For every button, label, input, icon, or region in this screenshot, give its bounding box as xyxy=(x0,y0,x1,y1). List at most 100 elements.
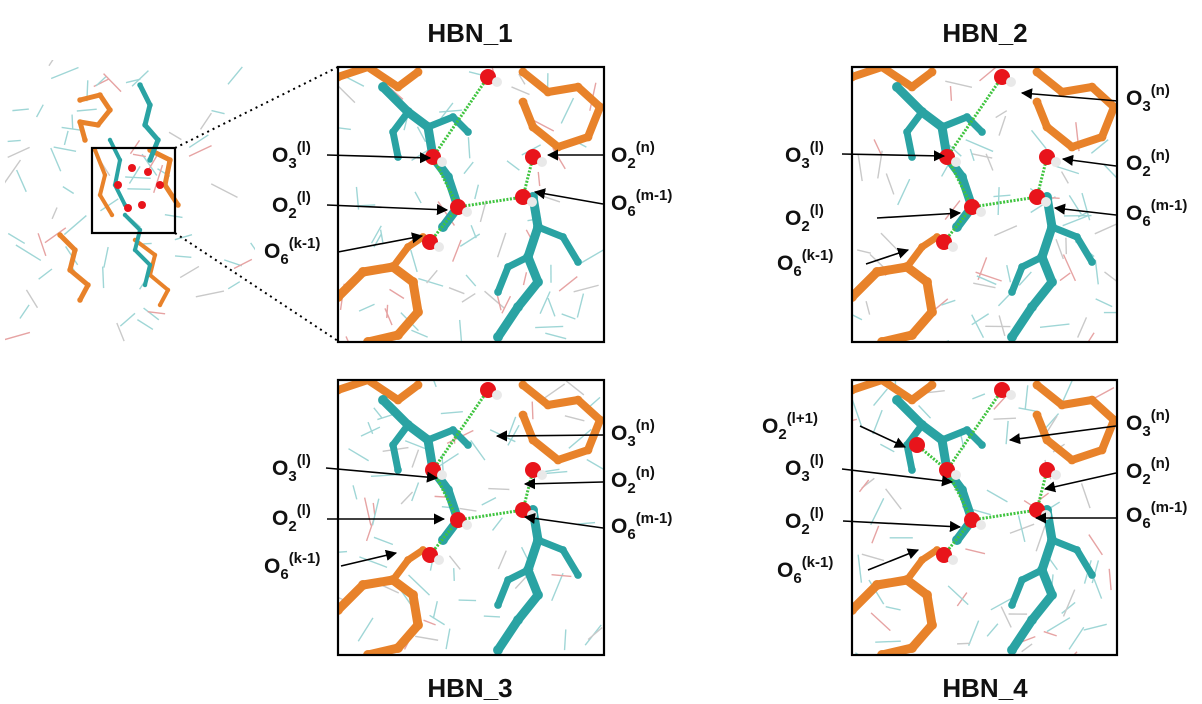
teal-chain-joint xyxy=(394,466,402,474)
background-bond xyxy=(975,271,1002,282)
hydrogen-bond xyxy=(457,195,524,209)
teal-chain-joint xyxy=(493,645,503,655)
teal-chain-joint xyxy=(534,536,542,544)
background-bond xyxy=(865,301,871,315)
teal-chain xyxy=(892,395,927,430)
orange-ring-joint xyxy=(413,620,423,630)
background-bond xyxy=(103,246,109,268)
background-bond xyxy=(367,421,374,435)
teal-chain-joint xyxy=(404,421,412,429)
background-bond xyxy=(423,619,436,626)
orange-ring-joint xyxy=(393,330,403,340)
background-bond xyxy=(38,268,53,280)
orange-chain-joint xyxy=(85,282,91,288)
teal-chain-joint xyxy=(908,466,916,474)
orange-chain-joint xyxy=(918,243,926,251)
orange-chain xyxy=(93,148,107,177)
orange-ring xyxy=(922,277,937,317)
orange-ring xyxy=(1033,98,1051,131)
orange-chain xyxy=(903,243,926,271)
background-bond xyxy=(373,536,394,546)
background-bond xyxy=(1068,626,1085,650)
teal-chain xyxy=(424,426,457,444)
teal-chain xyxy=(1048,536,1081,554)
hydrogen-atom xyxy=(976,520,986,530)
background-bond xyxy=(861,553,885,562)
orange-chain xyxy=(162,157,173,188)
background-bond xyxy=(496,294,502,311)
teal-chain-joint xyxy=(918,108,926,116)
background-bond xyxy=(885,606,901,611)
teal-chain-joint xyxy=(389,128,397,136)
orange-ring xyxy=(1033,381,1066,409)
background-bond xyxy=(452,239,462,262)
overview-structure xyxy=(5,60,255,342)
orange-ring xyxy=(1068,133,1106,151)
orange-ring xyxy=(907,307,937,340)
background-bond xyxy=(997,187,1000,216)
orange-ring-joint xyxy=(518,380,528,390)
background-bond xyxy=(576,293,585,318)
orange-ring xyxy=(408,277,423,317)
oxygen-atom xyxy=(515,189,531,205)
background-bond xyxy=(551,572,564,602)
hbn2-atom-label: O3(l) xyxy=(785,139,824,172)
oxygen-atom xyxy=(422,234,438,250)
background-bond xyxy=(1037,492,1050,502)
orange-ring xyxy=(1043,123,1076,151)
background-bond xyxy=(1103,164,1117,180)
background-bond xyxy=(363,497,372,526)
teal-chain xyxy=(903,108,926,136)
background-bond xyxy=(132,153,146,158)
hydrogen-atom xyxy=(1041,197,1051,207)
orange-ring xyxy=(1033,68,1066,96)
orange-chain-joint xyxy=(927,67,937,77)
background-bond xyxy=(408,574,430,596)
background-bond xyxy=(227,66,243,85)
background-bond xyxy=(1095,298,1113,308)
hbn3-frame xyxy=(336,378,606,657)
background-bond xyxy=(418,277,444,287)
background-bond xyxy=(440,411,463,415)
hydrogen-atom xyxy=(951,157,961,167)
background-bond xyxy=(506,160,520,171)
orange-ring-joint xyxy=(1087,82,1097,92)
teal-chain xyxy=(903,441,916,474)
orange-chain xyxy=(852,67,886,81)
teal-chain-joint xyxy=(449,426,457,434)
background-bond xyxy=(945,80,973,89)
background-bond xyxy=(971,313,990,326)
background-bond xyxy=(573,284,599,293)
background-bond xyxy=(484,290,505,309)
orange-ring xyxy=(529,436,562,464)
orange-ring xyxy=(338,267,368,302)
orange-ring xyxy=(393,307,423,340)
teal-chain xyxy=(892,82,927,117)
orange-ring xyxy=(584,103,604,141)
hbn4-label-arrow xyxy=(1043,472,1117,493)
orange-ring-joint xyxy=(595,102,604,112)
hbn4-atom-label: O2(l) xyxy=(785,505,824,538)
orange-ring xyxy=(544,396,582,409)
background-bond xyxy=(137,319,154,331)
teal-chain-joint xyxy=(494,288,502,296)
orange-ring xyxy=(852,267,882,302)
background-bond xyxy=(518,73,526,85)
background-bond xyxy=(868,579,885,605)
orange-ring-joint xyxy=(872,267,882,277)
hbn2-atom-label: O2(n) xyxy=(1126,147,1170,180)
background-bond xyxy=(147,310,166,315)
background-bond xyxy=(993,194,1011,198)
orange-chain xyxy=(57,232,78,253)
orange-ring xyxy=(922,590,937,630)
orange-chain xyxy=(389,556,412,584)
orange-ring-joint xyxy=(363,337,373,342)
background-bond xyxy=(461,292,476,303)
teal-chain xyxy=(389,108,412,136)
orange-chain xyxy=(878,67,916,91)
background-bond xyxy=(227,281,241,290)
background-bond xyxy=(971,152,993,159)
background-bond xyxy=(12,108,29,112)
hydrogen-atom xyxy=(434,242,444,252)
orange-chain-joint xyxy=(109,212,115,218)
